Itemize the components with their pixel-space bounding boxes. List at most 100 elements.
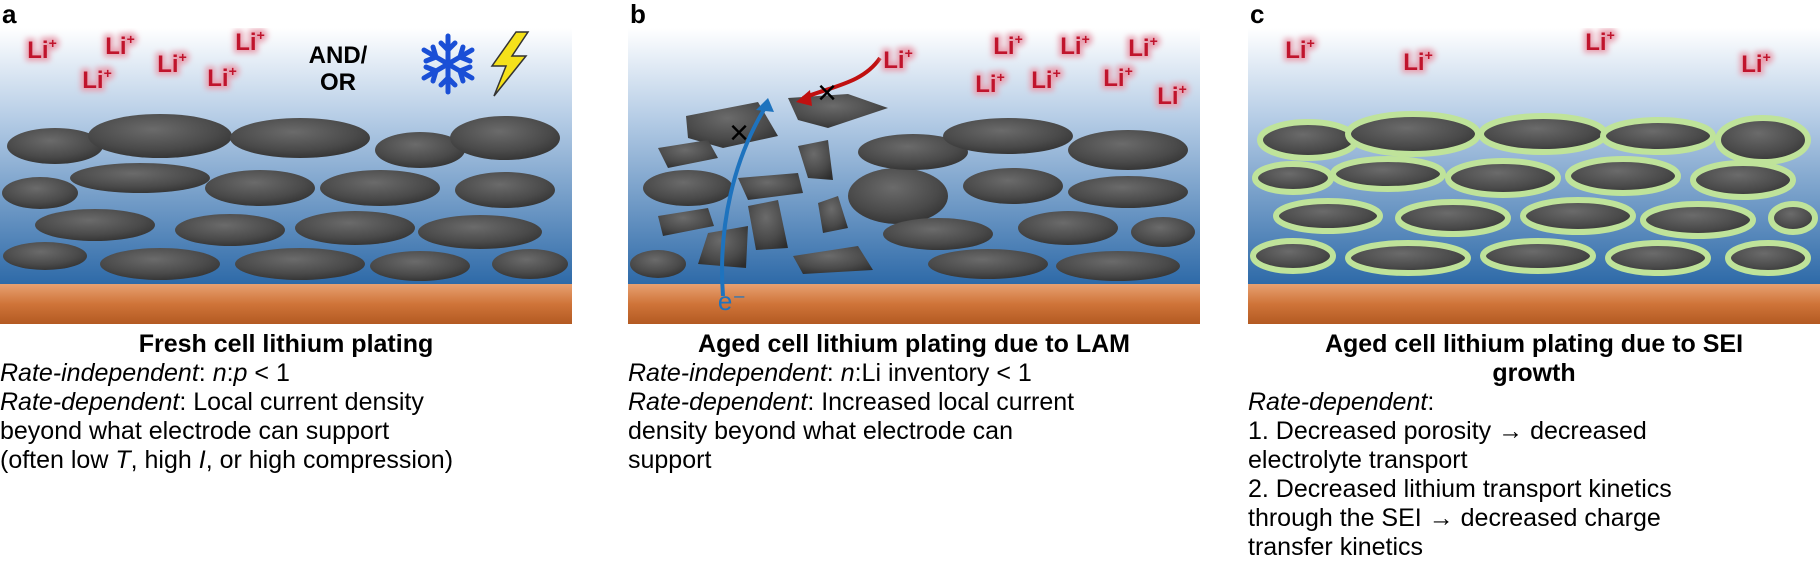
particle xyxy=(1345,111,1481,157)
panel-a-title: Fresh cell lithium plating xyxy=(138,330,434,358)
panel-b-title: Aged cell lithium plating due to LAM xyxy=(698,330,1130,358)
svg-text:Li+: Li+ xyxy=(1031,65,1061,94)
svg-text:Li+: Li+ xyxy=(27,35,57,64)
panel-c-title-line1: Aged cell lithium plating due to SEI xyxy=(1324,330,1744,358)
caption-line: (often low T, high I, or high compressio… xyxy=(0,446,454,474)
svg-text:Li+: Li+ xyxy=(1585,28,1615,56)
cracked-particle xyxy=(793,246,873,274)
particle xyxy=(375,132,465,168)
svg-text:Li+: Li+ xyxy=(1585,28,1615,56)
particle xyxy=(370,251,470,281)
particle xyxy=(1252,161,1334,195)
particle xyxy=(1640,201,1756,239)
li-ion: Li+ Li+ xyxy=(972,66,1008,101)
svg-text:Li+: Li+ xyxy=(883,45,913,74)
svg-text:Li+: Li+ xyxy=(82,65,112,94)
particle xyxy=(1725,240,1811,276)
particle xyxy=(643,170,733,206)
caption-line: beyond what electrode can support xyxy=(0,417,390,445)
particle xyxy=(205,170,315,206)
particle xyxy=(88,114,232,158)
rate-dependent-line: Rate-dependent: xyxy=(1248,388,1435,416)
cracked-particle xyxy=(788,94,888,128)
panel-c-caption: Aged cell lithium plating due to SEI gro… xyxy=(1248,330,1820,562)
cracked-particle xyxy=(738,173,803,200)
caption-line: transfer kinetics xyxy=(1248,533,1424,561)
sei-aged-cell-scene: Li+ Li+ Li+ Li+ Li+ Li+ Li+ Li+ xyxy=(1248,28,1820,324)
and-or-label-line1: AND/ xyxy=(309,42,368,69)
li-ion: Li+ Li+ xyxy=(1154,78,1190,113)
panel-b: b xyxy=(628,0,1200,565)
particle xyxy=(1395,199,1511,237)
svg-text:Li+: Li+ xyxy=(157,49,187,78)
particle xyxy=(70,163,210,193)
cracked-particle xyxy=(658,140,718,168)
cracked-particle xyxy=(818,196,848,233)
lithium-ion-path xyxy=(802,56,882,100)
electron-label: e⁻ xyxy=(718,286,746,316)
svg-text:Li+: Li+ xyxy=(235,28,265,56)
particle xyxy=(7,128,103,164)
lithium-ions: Li+ Li+ Li+ Li+ Li+ Li+ Li+ Li+ xyxy=(1282,28,1774,81)
li-ion: Li+ Li+ xyxy=(1282,32,1318,67)
svg-text:Li+: Li+ xyxy=(82,65,112,94)
caption-line: 1. Decreased porosity → decreased xyxy=(1248,417,1647,445)
li-ion: Li+ Li+ xyxy=(24,32,60,67)
electron-path xyxy=(720,101,770,297)
snowflake-icon xyxy=(421,33,475,95)
particle xyxy=(450,116,560,160)
panel-letter-a: a xyxy=(2,0,17,29)
panel-a: a Li+ Li+ xyxy=(0,0,572,565)
particle xyxy=(848,168,948,224)
svg-text:Li+: Li+ xyxy=(1128,33,1158,62)
particle xyxy=(943,118,1073,154)
particle xyxy=(1600,117,1716,155)
li-ion: Li+ Li+ xyxy=(1057,28,1093,63)
particle xyxy=(295,211,415,245)
cracked-particle xyxy=(798,140,833,180)
svg-text:Li+: Li+ xyxy=(235,28,265,56)
svg-text:Li+: Li+ xyxy=(105,31,135,60)
panel-c-title-line2: growth xyxy=(1492,359,1576,387)
electron-path-arrowhead xyxy=(756,98,774,112)
svg-text:Li+: Li+ xyxy=(1128,33,1158,62)
svg-text:Li+: Li+ xyxy=(883,45,913,74)
svg-text:Li+: Li+ xyxy=(1403,47,1433,76)
caption-line: electrolyte transport xyxy=(1248,446,1468,474)
caption-line: 2. Decreased lithium transport kinetics xyxy=(1248,475,1672,503)
particle xyxy=(1605,240,1711,276)
particle xyxy=(175,214,285,246)
svg-text:Li+: Li+ xyxy=(1285,35,1315,64)
li-ion: Li+ Li+ xyxy=(1582,28,1618,59)
particle xyxy=(320,170,440,206)
cracked-particle xyxy=(658,208,714,236)
li-ion: Li+ Li+ xyxy=(102,28,138,63)
li-ion: Li+ Li+ xyxy=(1400,44,1436,79)
svg-text:Li+: Li+ xyxy=(207,63,237,92)
panel-b-caption: Aged cell lithium plating due to LAM Rat… xyxy=(628,330,1200,475)
arrow-icon: → xyxy=(1498,417,1524,445)
panel-letter-c: c xyxy=(1250,0,1265,29)
particle xyxy=(1768,201,1818,235)
svg-text:Li+: Li+ xyxy=(1060,31,1090,60)
svg-text:Li+: Li+ xyxy=(1103,63,1133,92)
particle xyxy=(928,249,1048,279)
particle xyxy=(630,250,686,278)
caption-line: density beyond what electrode can xyxy=(628,417,1013,445)
lithium-ions: Li+ Li+ Li+ Li+ Li+ Li+ Li+ Li+ Li+ Li+ … xyxy=(24,28,268,97)
particle xyxy=(1068,130,1188,170)
caption-line: support xyxy=(628,446,712,474)
particle xyxy=(1257,119,1359,161)
particle xyxy=(1690,160,1796,200)
particle xyxy=(3,242,87,270)
cracked-particle xyxy=(686,102,778,148)
particle xyxy=(1068,176,1188,208)
current-collector xyxy=(0,284,572,324)
svg-text:Li+: Li+ xyxy=(993,31,1023,60)
svg-text:Li+: Li+ xyxy=(1060,31,1090,60)
panel-a-caption: Fresh cell lithium plating Rate-independ… xyxy=(0,330,572,475)
lam-aged-cell-scene: × × e⁻ Li+ Li+ Li+ Li+ Li+ Li+ Li+ Li+ L… xyxy=(628,28,1200,324)
svg-text:Li+: Li+ xyxy=(1031,65,1061,94)
particle xyxy=(1273,198,1383,234)
particle xyxy=(230,118,370,158)
